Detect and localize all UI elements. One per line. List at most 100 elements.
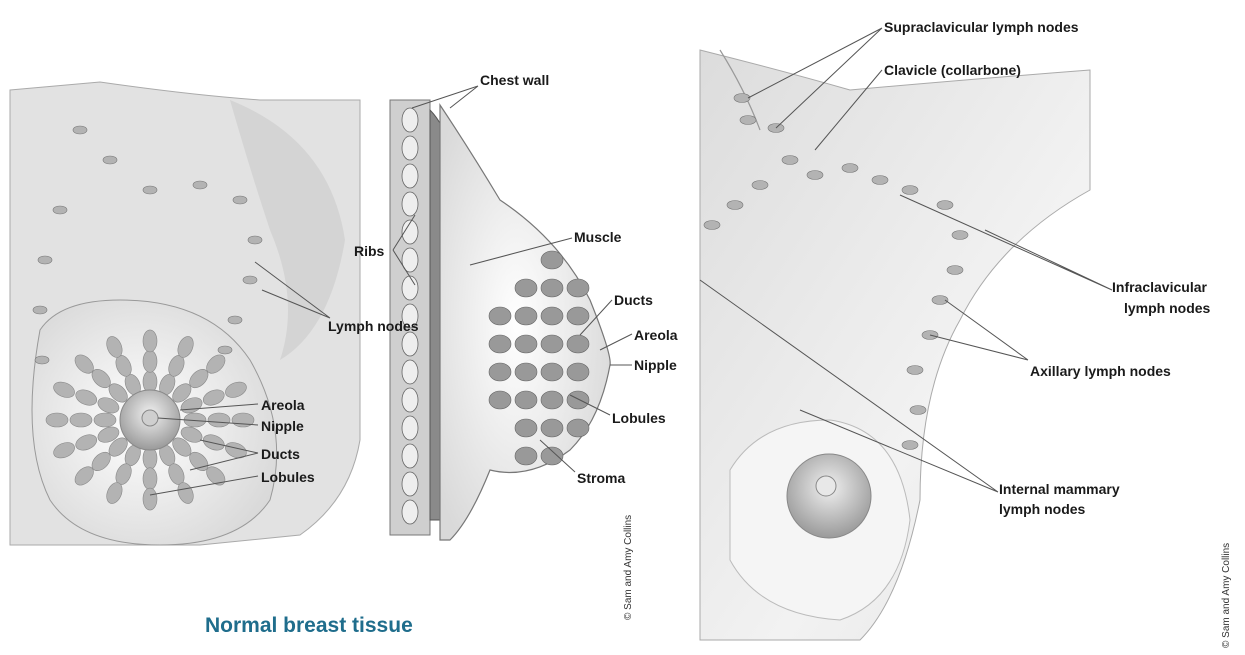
lobule-shape xyxy=(541,307,563,325)
label-internal-mammary-line1: Internal mammary xyxy=(999,481,1120,497)
lymph-node xyxy=(910,406,926,415)
rib-section xyxy=(402,388,418,412)
lymph-node xyxy=(73,126,87,134)
lobule-shape xyxy=(541,447,563,465)
label-lobules-front: Lobules xyxy=(261,469,315,485)
rib-section xyxy=(402,108,418,132)
label-muscle: Muscle xyxy=(574,229,621,245)
lymph-node xyxy=(752,181,768,190)
lymph-node xyxy=(248,236,262,244)
lobule-shape xyxy=(143,488,157,510)
lymph-node xyxy=(233,196,247,204)
label-ribs: Ribs xyxy=(354,243,384,259)
label-nipple-cross-section: Nipple xyxy=(634,357,677,373)
rib-section xyxy=(402,444,418,468)
lobule-shape xyxy=(541,279,563,297)
label-clavicle: Clavicle (collarbone) xyxy=(884,62,1021,78)
lobule-shape xyxy=(515,363,537,381)
lymph-node xyxy=(842,164,858,173)
label-internal-mammary-line2: lymph nodes xyxy=(999,501,1085,517)
lobule-shape xyxy=(541,363,563,381)
label-areola-cross-section: Areola xyxy=(634,327,678,343)
lymph-node xyxy=(782,156,798,165)
lymph-node xyxy=(33,306,47,314)
label-lymph-nodes: Lymph nodes xyxy=(328,318,419,334)
lymph-node xyxy=(727,201,743,210)
label-ducts-front: Ducts xyxy=(261,446,300,462)
lobule-shape xyxy=(489,391,511,409)
lobule-shape xyxy=(567,391,589,409)
lobule-shape xyxy=(567,419,589,437)
lobule-shape xyxy=(541,335,563,353)
lymph-node xyxy=(35,356,49,364)
lymph-node xyxy=(228,316,242,324)
lobule-shape xyxy=(94,413,116,427)
leader-chest-wall xyxy=(412,86,478,108)
rib-section xyxy=(402,192,418,216)
lobule-shape xyxy=(541,251,563,269)
lymph-node xyxy=(907,366,923,375)
label-areola-front: Areola xyxy=(261,397,305,413)
label-infraclavicular-line1: Infraclavicular xyxy=(1112,279,1207,295)
rib-section xyxy=(402,500,418,524)
lobule-shape xyxy=(567,279,589,297)
credit-left: © Sam and Amy Collins xyxy=(623,515,634,620)
label-axillary: Axillary lymph nodes xyxy=(1030,363,1171,379)
lobule-shape xyxy=(515,391,537,409)
lobule-shape xyxy=(567,307,589,325)
figure-caption: Normal breast tissue xyxy=(205,614,413,638)
lobule-shape xyxy=(143,371,157,393)
label-chest-wall: Chest wall xyxy=(480,72,549,88)
rib-section xyxy=(402,136,418,160)
label-infraclavicular-line2: lymph nodes xyxy=(1124,300,1210,316)
lymph-node xyxy=(734,94,750,103)
lobule-shape xyxy=(567,363,589,381)
rib-section xyxy=(402,472,418,496)
lobule-shape xyxy=(143,330,157,352)
lobule-shape xyxy=(567,335,589,353)
label-ducts-cross-section: Ducts xyxy=(614,292,653,308)
rib-section xyxy=(402,332,418,356)
lobule-shape xyxy=(515,447,537,465)
lymph-node xyxy=(38,256,52,264)
lymph-node xyxy=(872,176,888,185)
lobule-shape xyxy=(541,391,563,409)
label-nipple-front: Nipple xyxy=(261,418,304,434)
lymph-node xyxy=(103,156,117,164)
lobule-shape xyxy=(489,363,511,381)
lobule-shape xyxy=(70,413,92,427)
lobule-shape xyxy=(515,419,537,437)
lymph-node xyxy=(218,346,232,354)
lobule-shape xyxy=(515,307,537,325)
lymph-node xyxy=(143,186,157,194)
lobule-shape xyxy=(46,413,68,427)
lobule-shape xyxy=(515,335,537,353)
lymph-node xyxy=(902,186,918,195)
lymph-node xyxy=(902,441,918,450)
rib-section xyxy=(402,416,418,440)
lobule-shape xyxy=(541,419,563,437)
label-supraclavicular: Supraclavicular lymph nodes xyxy=(884,19,1079,35)
lobule-shape xyxy=(143,468,157,490)
rib-section xyxy=(402,164,418,188)
lymphatic-view-illustration xyxy=(700,50,1090,640)
label-stroma: Stroma xyxy=(577,470,625,486)
lymph-node xyxy=(704,221,720,230)
lobule-shape xyxy=(208,413,230,427)
lymph-node xyxy=(952,231,968,240)
right-nipple xyxy=(816,476,836,496)
lymph-node xyxy=(243,276,257,284)
credit-right: © Sam and Amy Collins xyxy=(1221,543,1232,648)
ribs-column xyxy=(402,108,418,524)
lymph-node xyxy=(193,181,207,189)
lobule-shape xyxy=(143,350,157,372)
lymph-node xyxy=(740,116,756,125)
lobule-shape xyxy=(515,279,537,297)
lymph-node xyxy=(947,266,963,275)
lobule-shape xyxy=(143,447,157,469)
lymph-node xyxy=(807,171,823,180)
rib-section xyxy=(402,360,418,384)
lymph-node xyxy=(937,201,953,210)
label-lobules-cross-section: Lobules xyxy=(612,410,666,426)
